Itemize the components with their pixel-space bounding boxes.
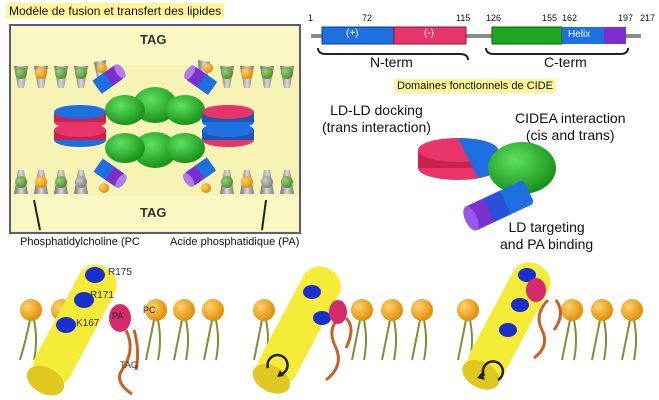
pc-head-label: PC — [143, 305, 156, 315]
bottom-panel-right — [457, 262, 643, 390]
tag-chain-label: TAG — [120, 360, 138, 370]
pa-legend-label: Acide phosphatidique (PA) — [170, 236, 300, 248]
cidea-label: CIDEA interaction (cis and trans) — [515, 110, 626, 143]
pos-1: 1 — [308, 13, 314, 23]
tag-upper-region — [12, 27, 298, 65]
tag-lower-region — [12, 196, 298, 231]
negative-domain-label: (-) — [424, 28, 434, 39]
pos-162: 162 — [562, 13, 578, 23]
pa-head-label: PA — [112, 311, 124, 321]
positive-domain-label: (+) — [346, 28, 359, 39]
cide-complex — [54, 63, 254, 193]
domain-backbone — [311, 34, 641, 38]
domain-bar — [311, 26, 641, 61]
tag-label-bottom: TAG — [140, 205, 167, 220]
k167-label: K167 — [76, 318, 100, 329]
figure-subtitle: Domaines fonctionnels de CIDE — [394, 79, 556, 93]
fusion-model-panel — [9, 24, 301, 234]
pos-126: 126 — [486, 13, 502, 23]
domain-helix-blue — [562, 27, 604, 44]
pos-197: 197 — [618, 13, 634, 23]
bottom-panel-middle — [252, 266, 433, 394]
pos-72: 72 — [362, 13, 373, 23]
domain-negative — [393, 26, 467, 45]
pc-legend-label: Phosphatidylcholine (PC — [20, 236, 140, 248]
pos-217: 217 — [640, 13, 656, 23]
tag-label-top: TAG — [140, 32, 167, 47]
docking-label: LD-LD docking (trans interaction) — [322, 102, 431, 135]
cide-domain-model — [418, 138, 556, 231]
domain-helix-purple — [604, 27, 626, 44]
domain-green — [491, 26, 563, 45]
figure-title: Modèle de fusion et transfert des lipide… — [6, 3, 225, 19]
helix-domain-label: Helix — [568, 29, 591, 40]
lower-monolayer — [14, 170, 294, 194]
r175-label: R175 — [108, 267, 132, 278]
bottom-panel-left — [19, 264, 224, 396]
nterm-label: N-term — [370, 54, 413, 70]
upper-monolayer — [14, 60, 294, 88]
cterm-label: C-term — [544, 54, 587, 70]
pos-155: 155 — [542, 13, 558, 23]
r171-label: R171 — [90, 290, 114, 301]
targeting-label: LD targeting and PA binding — [500, 219, 594, 252]
pos-115: 115 — [456, 13, 471, 23]
